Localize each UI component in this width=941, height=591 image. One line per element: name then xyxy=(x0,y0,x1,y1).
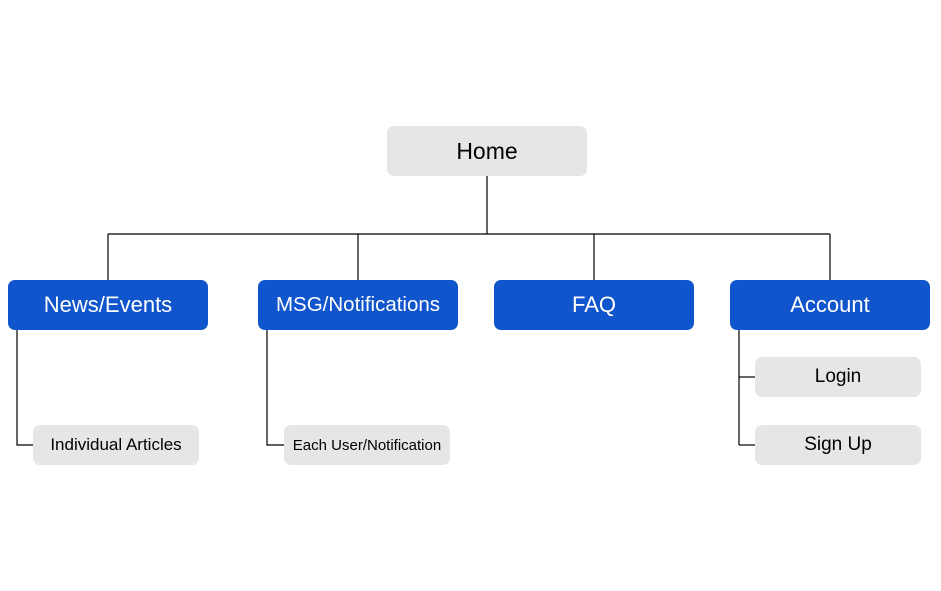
individual-articles-node[interactable]: Individual Articles xyxy=(33,425,199,465)
home-node[interactable]: Home xyxy=(387,126,587,176)
account-node[interactable]: Account xyxy=(730,280,930,330)
each-user-notification-node[interactable]: Each User/Notification xyxy=(284,425,450,465)
news-events-node[interactable]: News/Events xyxy=(8,280,208,330)
elbow-news-articles xyxy=(16,330,33,446)
elbow-msg-each-user xyxy=(266,330,284,446)
login-node[interactable]: Login xyxy=(755,357,921,397)
msg-notifications-node[interactable]: MSG/Notifications xyxy=(258,280,458,330)
sign-up-node[interactable]: Sign Up xyxy=(755,425,921,465)
faq-node[interactable]: FAQ xyxy=(494,280,694,330)
